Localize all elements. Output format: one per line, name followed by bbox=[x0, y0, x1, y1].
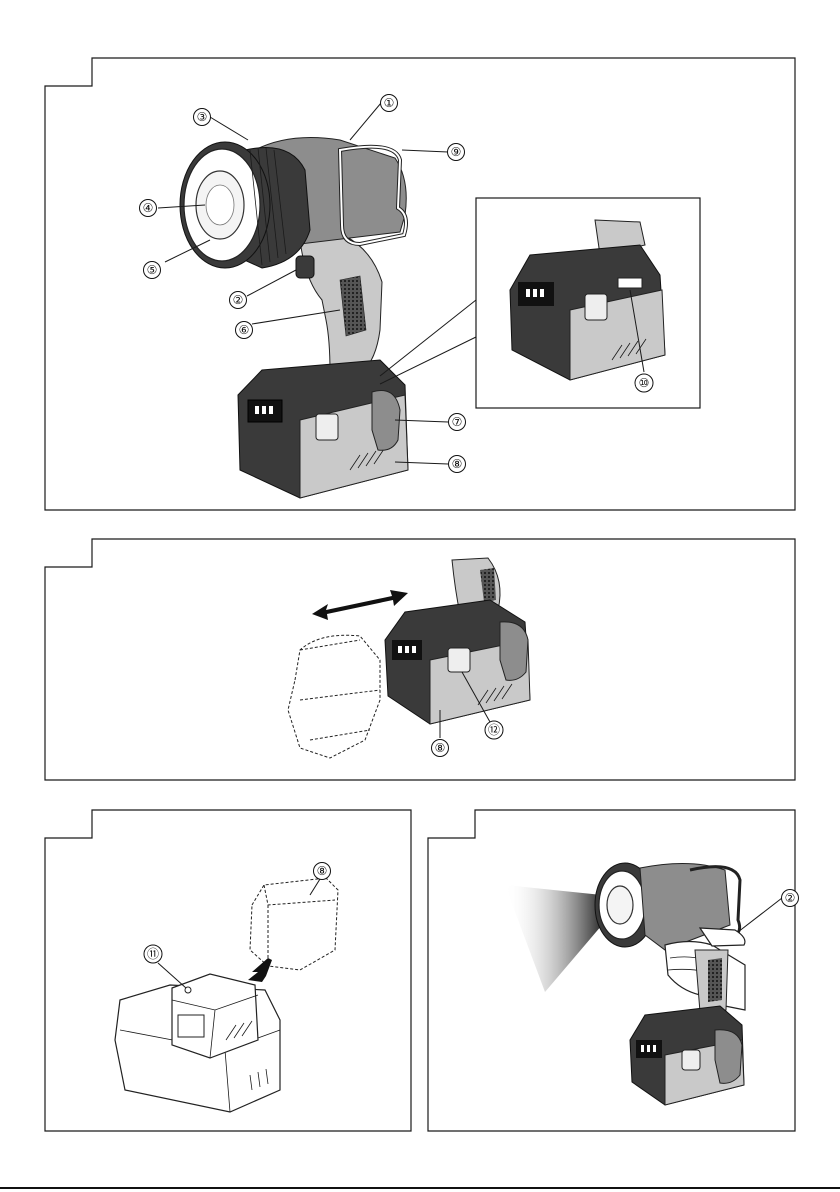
callout-3: ③ bbox=[194, 109, 211, 126]
figure-4-leaders bbox=[738, 898, 782, 932]
inset-detail bbox=[380, 198, 700, 408]
svg-text:⑫: ⑫ bbox=[488, 723, 500, 737]
charger-illustration bbox=[115, 878, 338, 1112]
svg-text:②: ② bbox=[785, 891, 796, 905]
callout-6: ⑥ bbox=[236, 322, 253, 339]
callout-7: ⑦ bbox=[449, 414, 466, 431]
light-in-use-illustration bbox=[505, 863, 745, 1105]
callout-10: ⑩ bbox=[635, 374, 653, 392]
callout-8-fig3: ⑧ bbox=[314, 863, 331, 880]
callout-8: ⑧ bbox=[449, 456, 466, 473]
svg-text:⑨: ⑨ bbox=[451, 145, 462, 159]
figure-1-panel bbox=[45, 58, 795, 510]
callout-1: ① bbox=[381, 95, 398, 112]
svg-text:⑩: ⑩ bbox=[639, 376, 650, 390]
svg-text:③: ③ bbox=[197, 110, 208, 124]
switch-button bbox=[296, 256, 314, 278]
callout-2: ② bbox=[230, 292, 247, 309]
svg-text:⑪: ⑪ bbox=[147, 947, 159, 961]
svg-text:②: ② bbox=[233, 293, 244, 307]
callout-12: ⑫ bbox=[485, 721, 503, 739]
svg-text:①: ① bbox=[384, 96, 395, 110]
svg-text:⑦: ⑦ bbox=[452, 415, 463, 429]
svg-text:④: ④ bbox=[143, 201, 154, 215]
double-arrow-icon bbox=[312, 590, 408, 620]
svg-text:⑧: ⑧ bbox=[435, 741, 446, 755]
callout-5: ⑤ bbox=[144, 262, 161, 279]
callout-8-fig2: ⑧ bbox=[432, 740, 449, 757]
figure-3-leaders bbox=[158, 879, 320, 988]
svg-text:⑥: ⑥ bbox=[239, 323, 250, 337]
release-button bbox=[448, 648, 470, 672]
callout-2-fig4: ② bbox=[782, 890, 799, 907]
callout-11: ⑪ bbox=[144, 945, 162, 963]
callout-4: ④ bbox=[140, 200, 157, 217]
light-beam bbox=[505, 885, 602, 992]
callout-9: ⑨ bbox=[448, 144, 465, 161]
svg-text:⑧: ⑧ bbox=[452, 457, 463, 471]
usb-port bbox=[618, 278, 642, 288]
svg-text:⑤: ⑤ bbox=[147, 263, 158, 277]
insert-arrow-icon bbox=[248, 958, 272, 982]
svg-text:⑧: ⑧ bbox=[317, 864, 328, 878]
